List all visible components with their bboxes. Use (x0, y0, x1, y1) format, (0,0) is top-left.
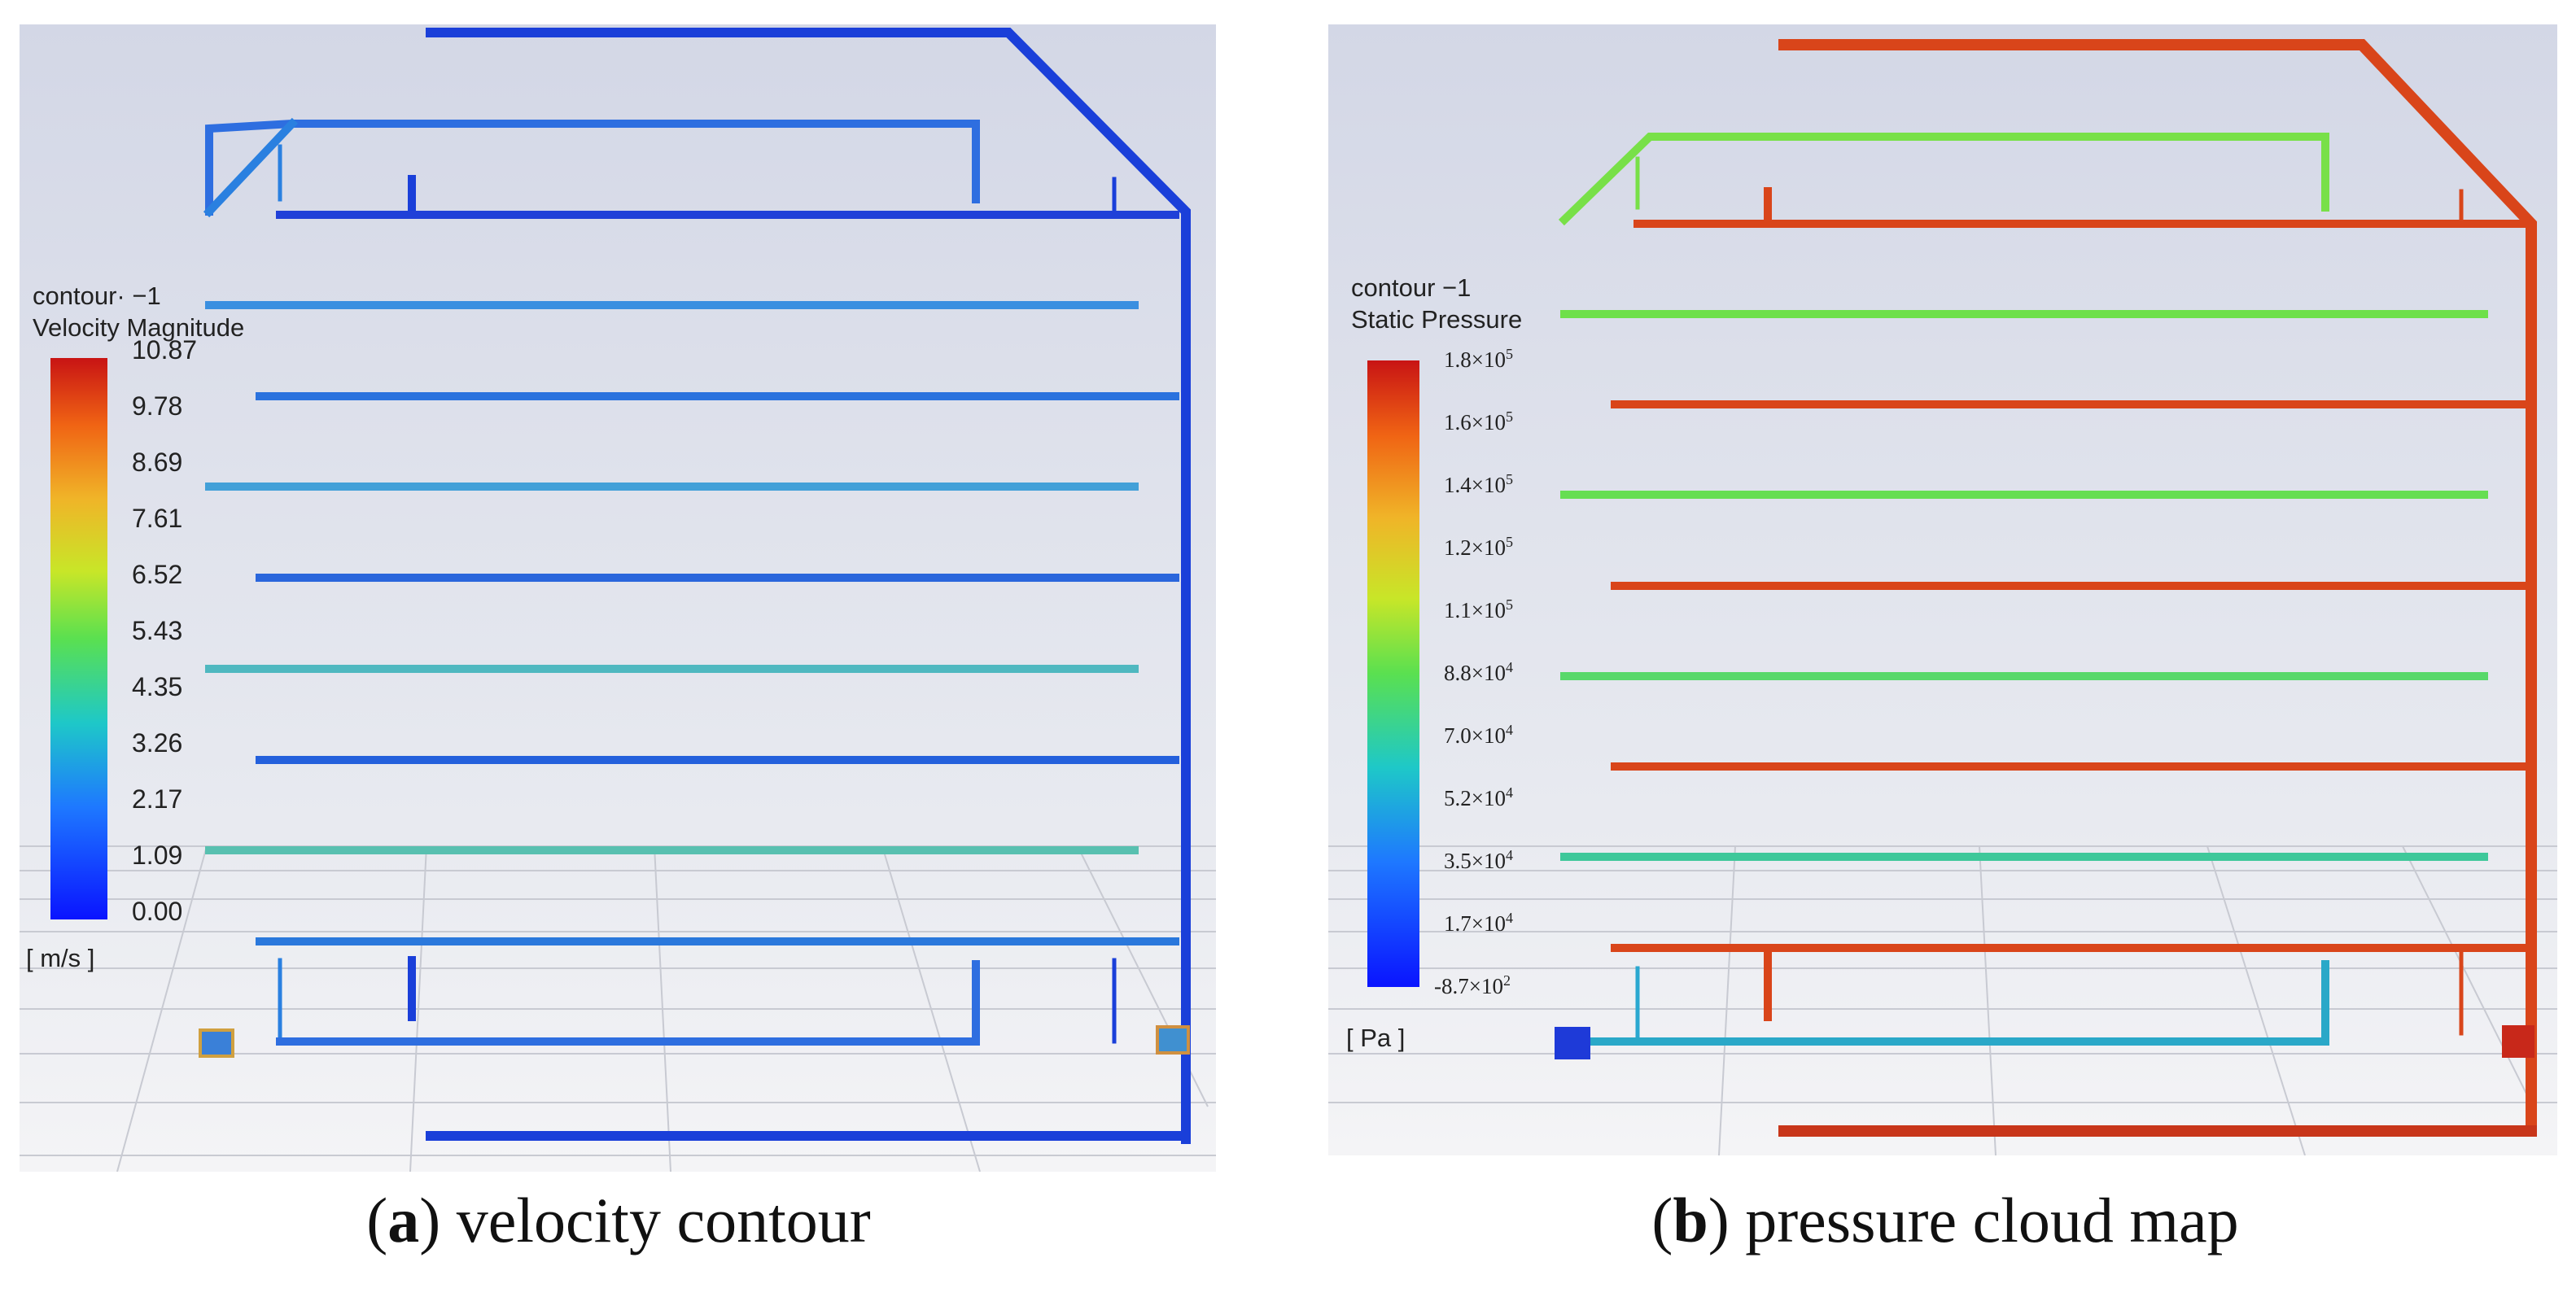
tick-exponent: 5 (1505, 346, 1513, 362)
legend-title-line1: contour −1 (1351, 273, 1472, 302)
caption-b: (b) pressure cloud map (1651, 1185, 2239, 1256)
tick-exponent: 5 (1505, 471, 1513, 487)
tick-exponent: 5 (1505, 596, 1513, 613)
velocity-tick-label: 10.87 (132, 335, 198, 365)
velocity-tick-label: 7.61 (132, 504, 183, 533)
velocity-tick-label: 9.78 (132, 391, 183, 421)
pressure-tick-label: 1.6×105 (1444, 408, 1513, 435)
tick-mantissa: -8.7×10 (1434, 974, 1503, 998)
caption-a: (a) velocity contour (366, 1185, 871, 1256)
tick-exponent: 4 (1505, 910, 1513, 926)
pressure-tick-label: -8.7×102 (1434, 972, 1511, 999)
tick-mantissa: 1.6×10 (1444, 410, 1506, 435)
pressure-tick-label: 7.0×104 (1444, 722, 1513, 749)
pressure-color-bar (1367, 360, 1419, 987)
floor-grid (20, 845, 1216, 1172)
pressure-legend-title: contour −1 Static Pressure (1351, 273, 1522, 336)
legend-title-line1: contour· −1 (33, 282, 161, 310)
pressure-legend-unit: [ Pa ] (1346, 1024, 1406, 1052)
caption-a-text: velocity contour (456, 1185, 871, 1256)
velocity-legend-unit: [ m/s ] (26, 944, 95, 972)
velocity-tick-label: 6.52 (132, 560, 183, 589)
tick-mantissa: 1.1×10 (1444, 598, 1506, 622)
velocity-contour-render (20, 24, 1216, 1172)
velocity-contour-panel: contour· −1 Velocity Magnitude 10.87 9.78… (20, 24, 1216, 1172)
tick-mantissa: 1.4×10 (1444, 473, 1506, 497)
legend-title-line2: Static Pressure (1351, 304, 1523, 334)
tick-exponent: 4 (1505, 659, 1513, 675)
legend-title-line2: Velocity Magnitude (33, 312, 245, 342)
pressure-cloud-render (1328, 24, 2557, 1155)
pressure-tick-label: 1.1×105 (1444, 596, 1513, 623)
caption-b-text: pressure cloud map (1745, 1185, 2239, 1256)
tick-mantissa: 1.8×10 (1444, 347, 1506, 372)
velocity-tick-label: 1.09 (132, 841, 183, 870)
tick-mantissa: 5.2×10 (1444, 786, 1506, 810)
tick-mantissa: 1.2×10 (1444, 535, 1506, 560)
pressure-tick-label: 3.5×104 (1444, 847, 1513, 874)
pipe-network (1555, 39, 2537, 1137)
pressure-tick-label: 8.8×104 (1444, 659, 1513, 686)
pressure-tick-label: 1.4×105 (1444, 471, 1513, 498)
pressure-tick-label: 5.2×104 (1444, 784, 1513, 811)
tick-exponent: 4 (1505, 847, 1513, 863)
velocity-color-bar (50, 358, 107, 919)
velocity-tick-label: 8.69 (132, 448, 183, 477)
caption-b-letter: b (1673, 1185, 1708, 1256)
tick-mantissa: 7.0×10 (1444, 723, 1506, 748)
tick-exponent: 4 (1505, 784, 1513, 801)
background (20, 24, 1216, 1172)
pressure-tick-label: 1.2×105 (1444, 534, 1513, 561)
tick-mantissa: 1.7×10 (1444, 911, 1506, 936)
tick-exponent: 5 (1505, 534, 1513, 550)
tick-exponent: 2 (1502, 972, 1511, 989)
tick-mantissa: 8.8×10 (1444, 661, 1506, 685)
tick-mantissa: 3.5×10 (1444, 849, 1506, 873)
velocity-tick-label: 0.00 (132, 897, 183, 926)
pressure-tick-label: 1.7×104 (1444, 910, 1513, 937)
tick-exponent: 4 (1505, 722, 1513, 738)
tick-exponent: 5 (1505, 408, 1513, 425)
pipe-network (199, 28, 1191, 1144)
velocity-tick-label: 5.43 (132, 616, 183, 645)
velocity-legend-title: contour· −1 Velocity Magnitude (33, 281, 244, 344)
velocity-tick-label: 3.26 (132, 728, 183, 758)
velocity-tick-label: 4.35 (132, 672, 183, 701)
caption-a-letter: a (387, 1185, 420, 1256)
velocity-tick-label: 2.17 (132, 784, 183, 814)
pressure-tick-label: 1.8×105 (1444, 346, 1513, 373)
floor-grid (1328, 845, 2557, 1155)
